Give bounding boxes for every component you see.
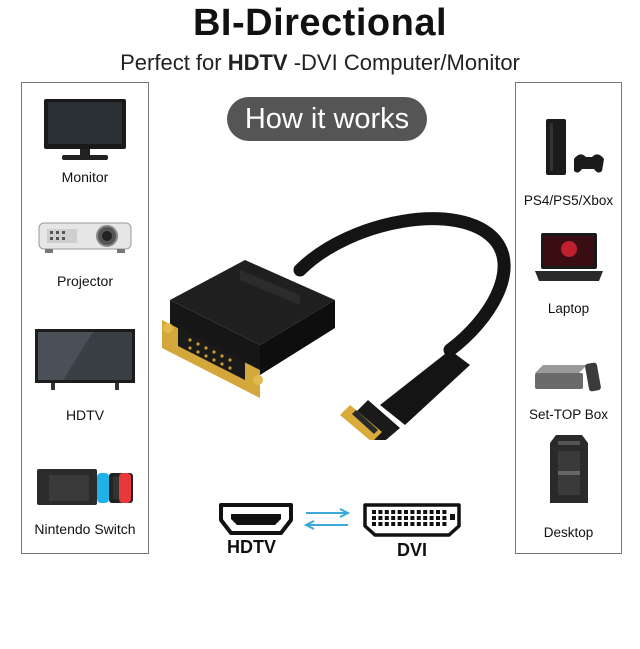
- dvi-pin: [384, 510, 389, 514]
- dvi-pin: [423, 522, 428, 526]
- dvi-pin: [416, 516, 421, 520]
- dvi-pin: [429, 516, 434, 520]
- device-label: Set-TOP Box: [528, 407, 609, 422]
- dvi-port-icon: [363, 503, 461, 537]
- right-device-panel: PS4/PS5/Xbox Laptop Set-TOP Box Desktop: [515, 82, 622, 554]
- hdtv-port-label: HDTV: [227, 537, 276, 557]
- dvi-pin: [404, 522, 408, 526]
- dvi-pin: [410, 522, 415, 526]
- dvi-connector: [162, 260, 335, 398]
- left-device-panel: Monitor Projector HDTV Ninte: [21, 82, 149, 554]
- device-label: Nintendo Switch: [34, 521, 136, 537]
- device-laptop: Laptop: [516, 231, 621, 316]
- device-monitor: Monitor: [22, 97, 148, 185]
- device-label: PS4/PS5/Xbox: [523, 193, 614, 208]
- hdmi-dvi-adapter-image: [162, 212, 511, 440]
- dvi-pin: [436, 510, 440, 514]
- dvi-pin: [384, 516, 389, 520]
- dvi-pin: [404, 516, 408, 520]
- dvi-pin: [429, 510, 434, 514]
- dvi-pin: [397, 516, 402, 520]
- dvi-pin: [397, 522, 402, 526]
- dvi-pin: [436, 522, 440, 526]
- dvi-slot: [450, 514, 455, 520]
- dvi-pin: [410, 516, 415, 520]
- dvi-pin: [410, 510, 415, 514]
- dvi-pin: [423, 510, 428, 514]
- dvi-pin: [378, 510, 383, 514]
- subtitle-prefix: Perfect for: [120, 50, 228, 75]
- laptop-icon: [534, 233, 603, 281]
- bidirectional-arrows-icon: [303, 508, 351, 530]
- dvi-pin: [442, 516, 447, 520]
- page-subtitle: Perfect for HDTV -DVI Computer/Monitor: [0, 50, 640, 76]
- dvi-pin: [391, 522, 396, 526]
- how-it-works-badge: How it works: [227, 97, 427, 141]
- dvi-pin: [404, 510, 408, 514]
- dvi-pin: [384, 522, 389, 526]
- dvi-pin: [378, 522, 383, 526]
- dvi-pin: [372, 516, 376, 520]
- dvi-pin: [416, 522, 421, 526]
- device-label: Projector: [56, 273, 114, 289]
- dvi-pin: [397, 510, 402, 514]
- dvi-pin: [372, 510, 376, 514]
- subtitle-brand: HDTV: [227, 50, 288, 75]
- playstation-icon: [545, 119, 604, 175]
- dvi-pin: [416, 510, 421, 514]
- monitor-icon: [44, 99, 126, 160]
- dvi-pin: [378, 516, 383, 520]
- device-playstation: PS4/PS5/Xbox: [516, 117, 621, 208]
- device-nintendo-switch: Nintendo Switch: [22, 465, 148, 537]
- dvi-pin: [391, 516, 396, 520]
- projector-icon: [38, 222, 132, 253]
- subtitle-suffix: -DVI Computer/Monitor: [287, 50, 520, 75]
- set-top-box-icon: [534, 362, 601, 392]
- device-label: Laptop: [547, 301, 590, 316]
- dvi-pin: [429, 522, 434, 526]
- page-title: BI-Directional: [192, 2, 448, 44]
- desktop-tower-icon: [549, 435, 588, 503]
- dvi-pin: [442, 522, 447, 526]
- hdmi-connector: [340, 350, 470, 440]
- dvi-pin: [442, 510, 447, 514]
- device-projector: Projector: [22, 217, 148, 289]
- dvi-pin: [372, 522, 376, 526]
- device-label: Desktop: [543, 525, 594, 540]
- game-console-icon: [37, 469, 133, 505]
- device-label: HDTV: [65, 407, 105, 423]
- dvi-port-label: DVI: [397, 540, 428, 560]
- dvi-pin: [391, 510, 396, 514]
- device-set-top-box: Set-TOP Box: [516, 359, 621, 422]
- device-desktop: Desktop: [516, 431, 621, 540]
- dvi-pin: [436, 516, 440, 520]
- device-hdtv: HDTV: [22, 327, 148, 423]
- hdmi-port-icon: [219, 503, 293, 535]
- tv-icon: [35, 329, 135, 390]
- dvi-pin: [423, 516, 428, 520]
- device-label: Monitor: [61, 169, 109, 185]
